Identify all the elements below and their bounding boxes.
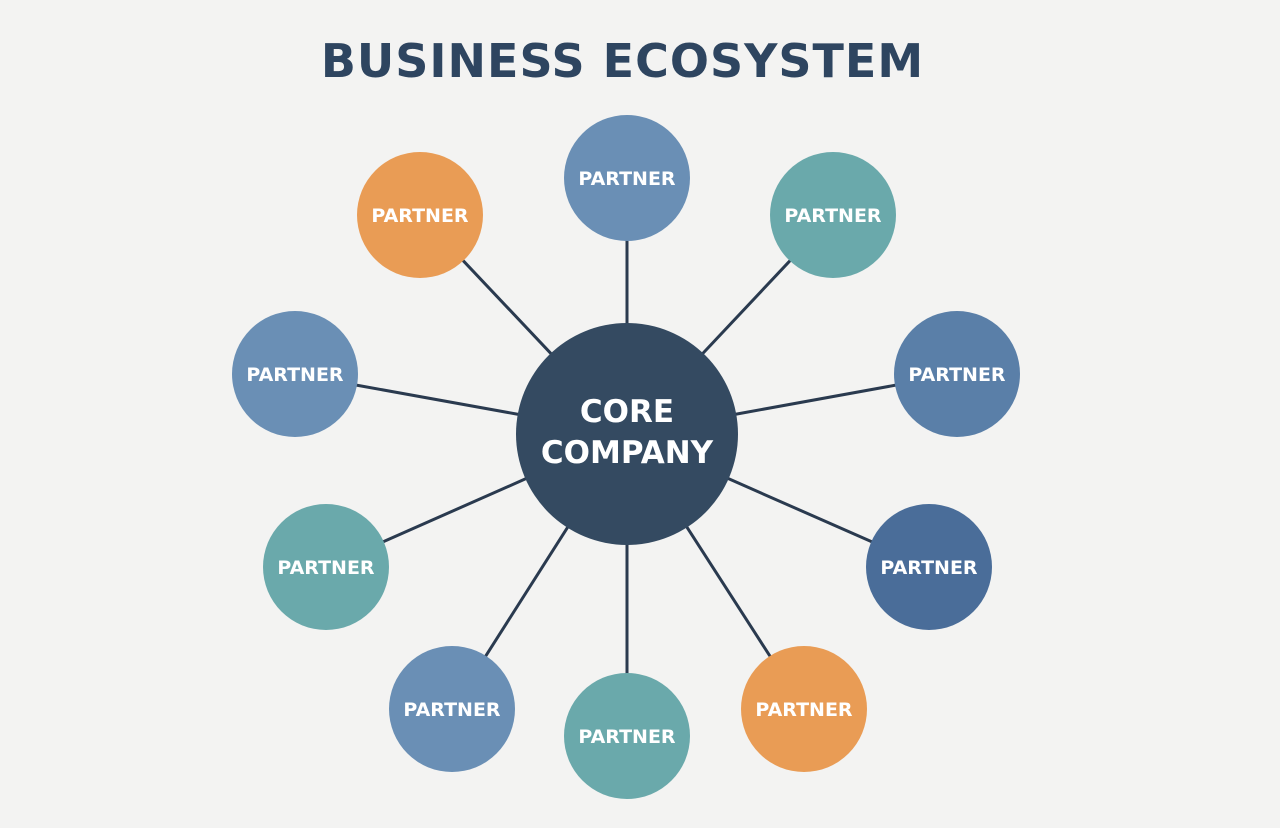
- partner-bottom-right-node: PARTNER: [741, 646, 867, 772]
- partner-right-lower-label: PARTNER: [880, 557, 978, 579]
- partner-bottom-node: PARTNER: [564, 673, 690, 799]
- connector-line-2: [700, 258, 793, 356]
- partner-left-upper-node: PARTNER: [232, 311, 358, 437]
- connector-line-10: [460, 258, 554, 356]
- partner-top-right-label: PARTNER: [784, 205, 882, 227]
- connector-line-8: [381, 476, 528, 544]
- partner-bottom-circle: [564, 673, 690, 799]
- core-label-line1: CORE: [580, 394, 674, 430]
- partner-top-left-circle: [357, 152, 483, 278]
- diagram-title: BUSINESS ECOSYSTEM: [320, 34, 925, 88]
- partner-left-lower-circle: [263, 504, 389, 630]
- connector-line-5: [684, 524, 773, 659]
- partner-top-left-label: PARTNER: [371, 205, 469, 227]
- partner-bottom-left-label: PARTNER: [403, 699, 501, 721]
- partner-top-right-node: PARTNER: [770, 152, 896, 278]
- partner-right-lower-circle: [866, 504, 992, 630]
- connector-line-9: [354, 383, 521, 417]
- partner-right-upper-node: PARTNER: [894, 311, 1020, 437]
- partner-bottom-right-label: PARTNER: [755, 699, 853, 721]
- partner-left-lower-label: PARTNER: [277, 557, 375, 579]
- partner-top-label: PARTNER: [578, 168, 676, 190]
- partner-left-upper-label: PARTNER: [246, 364, 344, 386]
- partner-right-upper-label: PARTNER: [908, 364, 1006, 386]
- partner-bottom-left-circle: [389, 646, 515, 772]
- partner-top-left-node: PARTNER: [357, 152, 483, 278]
- partner-left-lower-node: PARTNER: [263, 504, 389, 630]
- connector-lines: [354, 239, 898, 675]
- core-company-node: CORE COMPANY: [516, 323, 738, 545]
- connector-line-4: [726, 476, 874, 544]
- partner-right-lower-node: PARTNER: [866, 504, 992, 630]
- partner-bottom-right-circle: [741, 646, 867, 772]
- connector-line-7: [483, 525, 570, 659]
- partner-left-upper-circle: [232, 311, 358, 437]
- core-label-line2: COMPANY: [541, 435, 714, 471]
- partner-top-circle: [564, 115, 690, 241]
- partner-top-right-circle: [770, 152, 896, 278]
- partner-bottom-label: PARTNER: [578, 726, 676, 748]
- partner-bottom-left-node: PARTNER: [389, 646, 515, 772]
- partner-top-node: PARTNER: [564, 115, 690, 241]
- partner-nodes: PARTNER PARTNER PARTNER PARTNER PARTNER PARTN…: [232, 115, 1020, 799]
- core-company-circle: [516, 323, 738, 545]
- connector-line-3: [733, 383, 898, 416]
- partner-right-upper-circle: [894, 311, 1020, 437]
